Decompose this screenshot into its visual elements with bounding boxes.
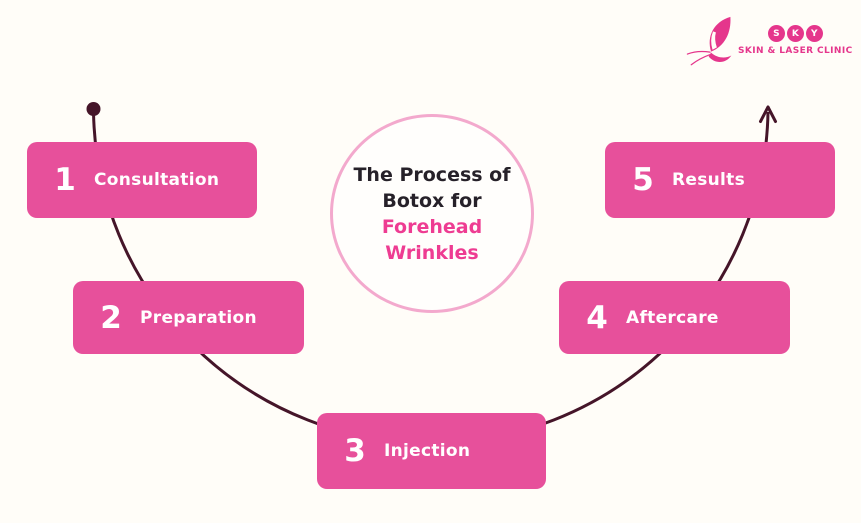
step-number: 2 (100, 299, 122, 336)
step-box-consultation: 1 Consultation (27, 142, 257, 218)
step-number: 1 (54, 162, 76, 198)
butterfly-icon (686, 16, 732, 66)
step-box-results: 5 Results (605, 142, 835, 218)
logo-letter-circles: S K Y (767, 25, 823, 42)
step-label: Results (672, 170, 746, 190)
page-title: The Process of Botox for Forehead Wrinkl… (333, 162, 531, 266)
clinic-logo: S K Y SKIN & LASER CLINIC (684, 12, 853, 74)
logo-tagline: SKIN & LASER CLINIC (738, 46, 853, 56)
title-line3-pink: Wrinkles (385, 241, 479, 264)
title-line2-pink: Forehead (381, 215, 483, 238)
step-number: 5 (632, 162, 654, 198)
title-line2-dark: Botox for (382, 189, 482, 212)
step-label: Preparation (140, 307, 257, 328)
logo-letter-circle: Y (805, 25, 823, 42)
step-label: Consultation (94, 170, 220, 190)
title-line1: The Process of (353, 163, 511, 186)
step-box-preparation: 2 Preparation (73, 281, 304, 354)
step-label: Aftercare (626, 307, 719, 328)
step-box-injection: 3 Injection (317, 413, 546, 489)
logo-text-block: S K Y SKIN & LASER CLINIC (738, 12, 853, 56)
center-title-circle: The Process of Botox for Forehead Wrinkl… (330, 114, 534, 313)
logo-letter-circle: S (767, 25, 785, 42)
step-label: Injection (384, 441, 471, 461)
step-box-aftercare: 4 Aftercare (559, 281, 790, 354)
start-dot-icon (86, 102, 101, 116)
step-number: 3 (344, 433, 366, 469)
arrow-up-icon (759, 105, 777, 123)
logo-letter-circle: K (786, 25, 804, 42)
step-number: 4 (586, 299, 608, 336)
